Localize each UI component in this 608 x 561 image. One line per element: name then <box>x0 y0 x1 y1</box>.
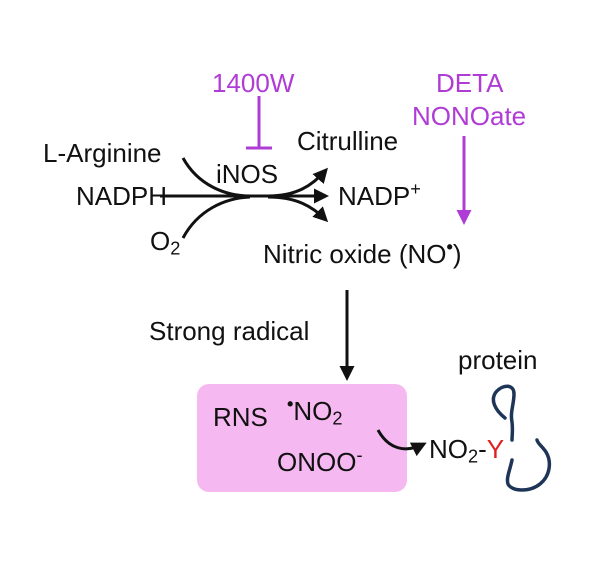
radical-step-label: Strong radical <box>149 316 310 346</box>
protein-label: protein <box>458 345 538 375</box>
o2-curve <box>181 195 251 239</box>
substrate-o2: O2 <box>150 226 181 259</box>
rns-no2: •NO2 <box>287 394 343 429</box>
nitric-oxide-arrow <box>267 195 329 223</box>
donor-label-line1: DETA <box>436 68 504 98</box>
nitrotyrosine-label: NO2-Y <box>429 434 505 467</box>
rns-box <box>197 384 407 492</box>
product-citrulline: Citrulline <box>297 126 399 156</box>
rns-peroxynitrite: ONOO- <box>277 445 363 477</box>
substrate-arginine: L-Arginine <box>43 138 162 168</box>
substrate-nadph: NADPH <box>76 181 168 211</box>
rns-label: RNS <box>213 402 268 432</box>
product-nadp: NADP+ <box>338 179 421 211</box>
protein-chain-upper <box>491 384 516 442</box>
product-nitric-oxide: Nitric oxide (NO•) <box>263 237 462 269</box>
inhibitor-label: 1400W <box>212 68 295 98</box>
protein-chain-lower <box>505 438 552 492</box>
nitration-arrow <box>376 429 427 457</box>
tyrosine-residue: Y <box>486 434 505 464</box>
enzyme-label: iNOS <box>216 159 279 189</box>
donor-label-line2: NONOate <box>412 101 527 131</box>
